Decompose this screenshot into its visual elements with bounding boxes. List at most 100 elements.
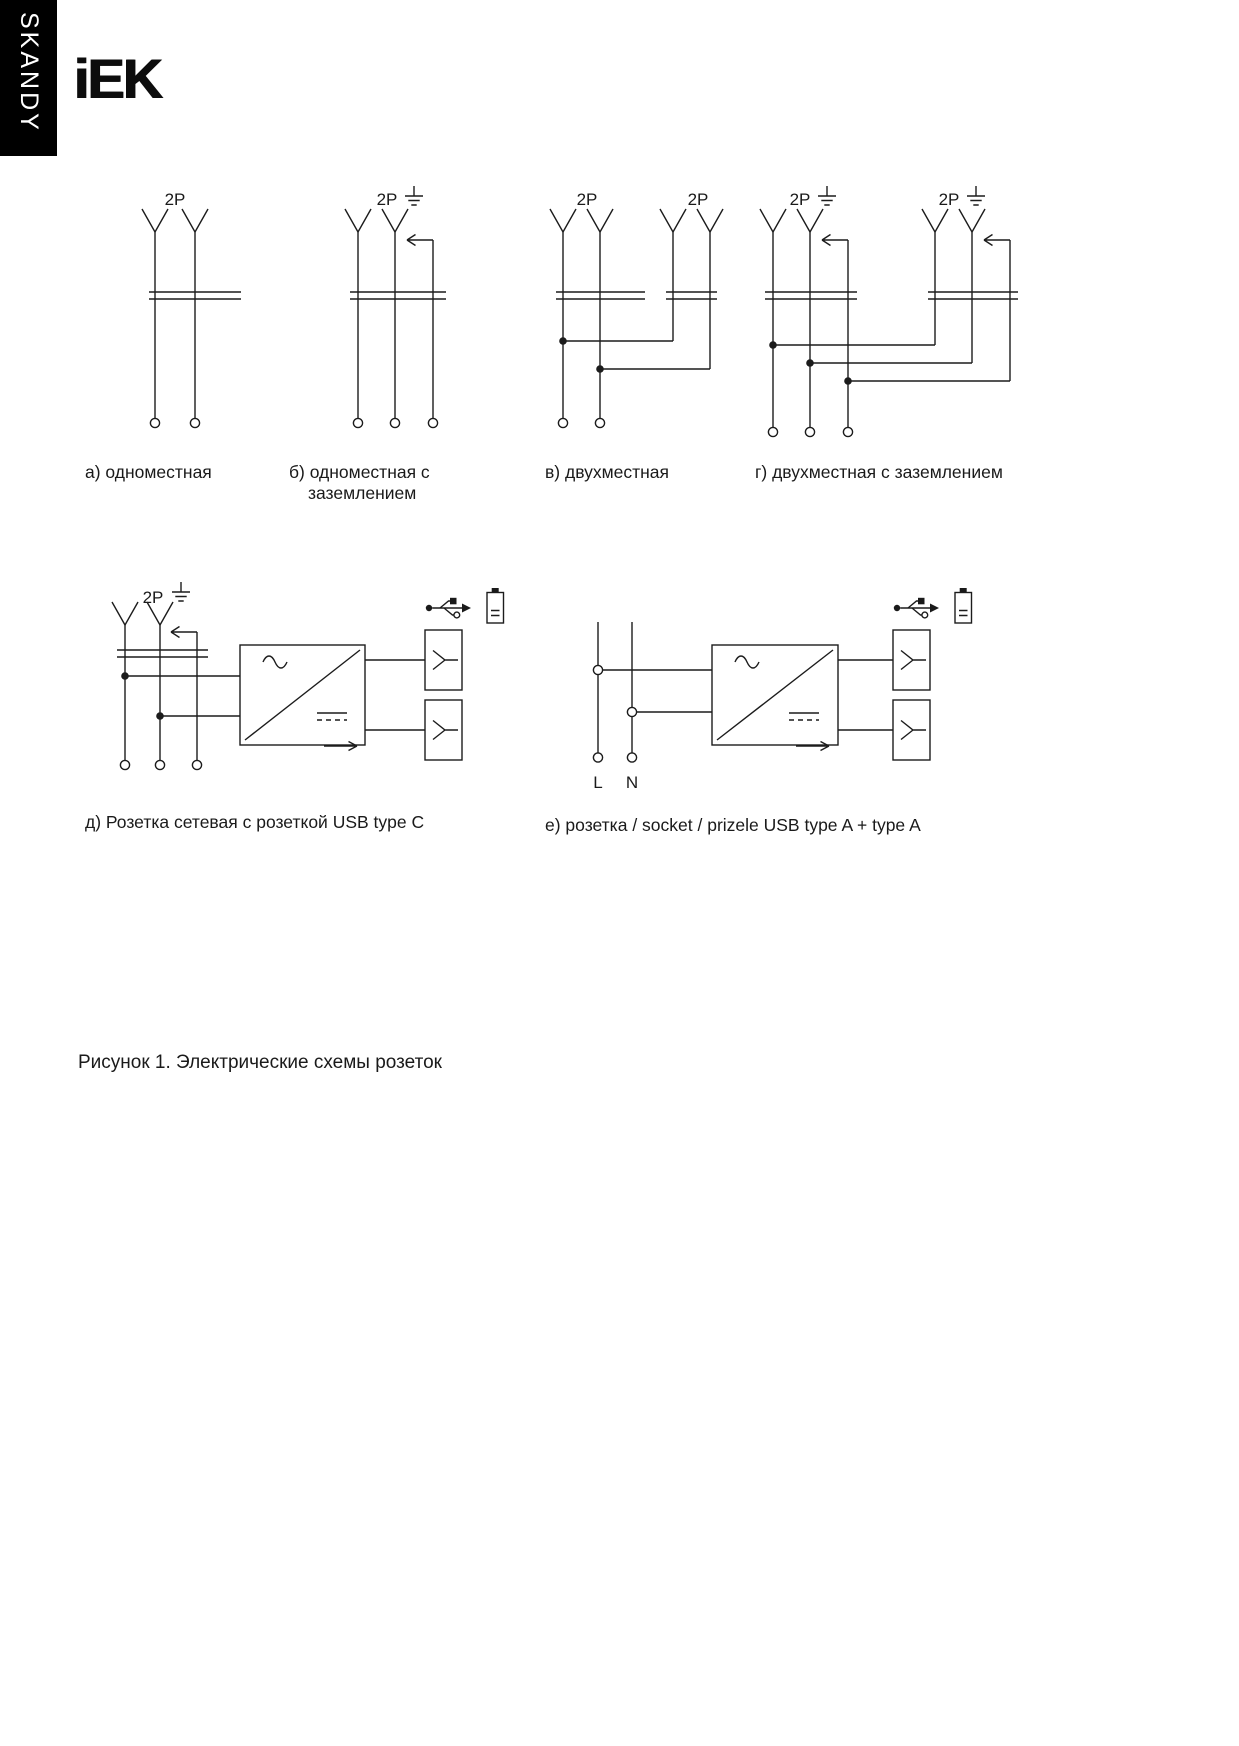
caption-g: г) двухместная с заземлением [755, 462, 1003, 482]
terminal-circle [592, 752, 604, 763]
socket-plate [556, 291, 645, 300]
battery-icon [954, 587, 973, 624]
series-tab: SKANDY [0, 0, 57, 156]
diagram-double-socket: 2P 2P [549, 190, 724, 429]
pole-lines [772, 232, 1011, 428]
terminal-circle [804, 426, 816, 438]
contact-fork-icon [586, 208, 614, 233]
pole-lines [124, 625, 198, 761]
pole-lines [562, 232, 711, 419]
terminal-circle [189, 417, 201, 429]
terminal-circle [767, 426, 779, 438]
ground-contact-arrow-icon [821, 233, 849, 247]
ac-wave-icon [262, 655, 288, 669]
caption-a: а) одноместная [85, 462, 212, 482]
contact-fork-icon [900, 649, 927, 671]
contact-fork-icon [381, 208, 409, 233]
socket-plate [117, 649, 208, 658]
pole-count-label: 2P [577, 190, 598, 209]
tap-terminal-circle [626, 706, 638, 718]
ground-contact-arrow-icon [983, 233, 1011, 247]
terminal-circle [191, 759, 203, 771]
pole-count-label: 2P [939, 190, 960, 209]
battery-icon [486, 587, 505, 624]
usb-output-port [424, 699, 463, 761]
ground-icon [404, 185, 424, 206]
junction-dot [156, 712, 164, 720]
supply-wires [125, 675, 240, 717]
terminal-circle [149, 417, 161, 429]
usb-output-port [424, 629, 463, 691]
contact-fork-icon [796, 208, 824, 233]
junction-dot [559, 337, 567, 345]
terminal-circle [427, 417, 439, 429]
diagram-socket-usb-type-a: L N [592, 587, 973, 792]
contact-fork-icon [921, 208, 949, 233]
contact-fork-icon [696, 208, 724, 233]
usb-output-port [892, 699, 931, 761]
converter-box [239, 644, 366, 752]
contact-fork-icon [432, 719, 459, 741]
pole-count-label: 2P [688, 190, 709, 209]
figure-caption: Рисунок 1. Электрические схемы розеток [78, 1052, 442, 1073]
output-arrow-icon [795, 740, 830, 752]
usb-output-port [892, 629, 931, 691]
contact-fork-icon [432, 649, 459, 671]
ground-icon [817, 185, 837, 206]
pole-count-label: 2P [790, 190, 811, 209]
caption-b: б) одноместная с заземлением [289, 462, 430, 504]
ac-wave-icon [734, 655, 760, 669]
diagram-socket-usb-type-c: 2P [111, 581, 505, 771]
ground-icon [171, 581, 191, 602]
contact-fork-icon [111, 601, 139, 626]
pole-lines [597, 622, 633, 753]
ground-contact-arrow-icon [406, 233, 434, 247]
diagram-double-socket-grounded: 2P 2P [759, 185, 1018, 438]
diagram-single-socket: 2P [141, 190, 241, 429]
bus-wires [773, 344, 1010, 382]
caption-v: в) двухместная [545, 462, 670, 482]
output-wires [365, 659, 425, 731]
output-wires [838, 659, 893, 731]
series-tab-label: SKANDY [15, 12, 43, 133]
phase-label: L [593, 773, 602, 792]
junction-dot [596, 365, 604, 373]
terminal-circle [352, 417, 364, 429]
socket-plate [928, 291, 1018, 300]
contact-fork-icon [759, 208, 787, 233]
contact-fork-icon [549, 208, 577, 233]
contact-fork-icon [141, 208, 169, 233]
terminal-circle [626, 752, 638, 763]
wiring-diagrams-canvas: 2P 2P [111, 185, 1018, 792]
ground-icon [966, 185, 986, 206]
terminal-circle [389, 417, 401, 429]
socket-plate [765, 291, 857, 300]
iek-logo: iEK [74, 47, 163, 110]
dc-symbol-icon [788, 712, 820, 721]
contact-fork-icon [958, 208, 986, 233]
terminal-circle [154, 759, 166, 771]
bus-wires [563, 340, 710, 370]
junction-dot [844, 377, 852, 385]
terminal-circle [557, 417, 569, 429]
output-arrow-icon [323, 740, 358, 752]
tap-terminal-circle [592, 664, 604, 676]
diagram-single-socket-grounded: 2P [344, 185, 446, 429]
junction-dot [769, 341, 777, 349]
socket-plate [350, 291, 446, 300]
terminal-circle [594, 417, 606, 429]
terminal-circle [842, 426, 854, 438]
junction-dot [806, 359, 814, 367]
terminal-circle [119, 759, 131, 771]
converter-box [711, 644, 839, 752]
caption-e: е) розетка / socket / prizele USB type A… [545, 815, 921, 835]
pole-lines [154, 232, 196, 419]
contact-fork-icon [900, 719, 927, 741]
dc-symbol-icon [316, 712, 348, 721]
supply-wires [602, 669, 712, 713]
pole-lines [357, 232, 434, 419]
pole-count-label: 2P [377, 190, 398, 209]
pole-count-label: 2P [165, 190, 186, 209]
socket-plate [666, 291, 717, 300]
